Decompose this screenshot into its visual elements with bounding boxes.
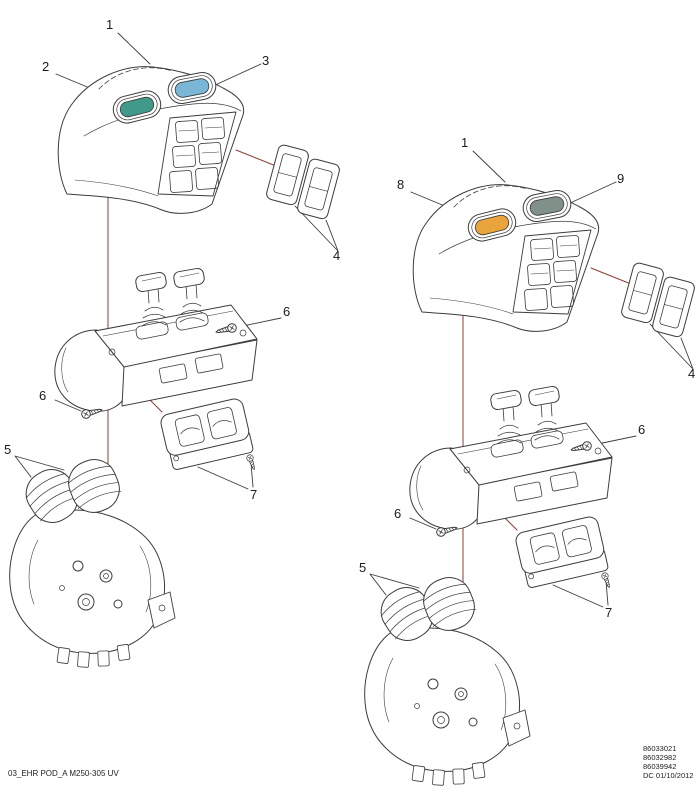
- callout-9-right: 9: [617, 171, 625, 186]
- revision-date: DC 01/10/2012: [643, 770, 694, 780]
- button-8-amber: [474, 214, 510, 236]
- assembly-right: [365, 151, 696, 785]
- part-number-block: 86033021 86032982 86039942 DC 01/10/2012: [643, 744, 694, 780]
- callout-4-right: 4: [688, 366, 696, 381]
- callout-4-left: 4: [333, 248, 341, 263]
- callout-6-upper-left: 6: [283, 304, 291, 319]
- callout-1-left: 1: [106, 17, 114, 32]
- callout-6-lower-right: 6: [394, 506, 402, 521]
- part-number: 86039942: [643, 761, 677, 771]
- part-number: 86032982: [643, 752, 677, 762]
- callout-7-right: 7: [605, 605, 613, 620]
- callout-5-left: 5: [4, 442, 12, 457]
- callout-6-upper-right: 6: [638, 422, 646, 437]
- callout-3-left: 3: [262, 53, 270, 68]
- part-number: 86033021: [643, 744, 677, 753]
- callout-2-left: 2: [42, 59, 50, 74]
- button-2-teal: [119, 96, 155, 118]
- button-9-gray: [529, 196, 565, 216]
- callout-1-right: 1: [461, 135, 469, 150]
- drawing-label: 03_EHR POD_A M250-305 UV: [8, 769, 119, 778]
- button-3-blue: [174, 78, 210, 98]
- pod-button-colors: [119, 78, 565, 236]
- callout-7-left: 7: [250, 487, 258, 502]
- callout-8-right: 8: [397, 177, 405, 192]
- callout-5-right: 5: [359, 560, 367, 575]
- assembly-left: [10, 33, 341, 667]
- callout-6-lower-left: 6: [39, 388, 47, 403]
